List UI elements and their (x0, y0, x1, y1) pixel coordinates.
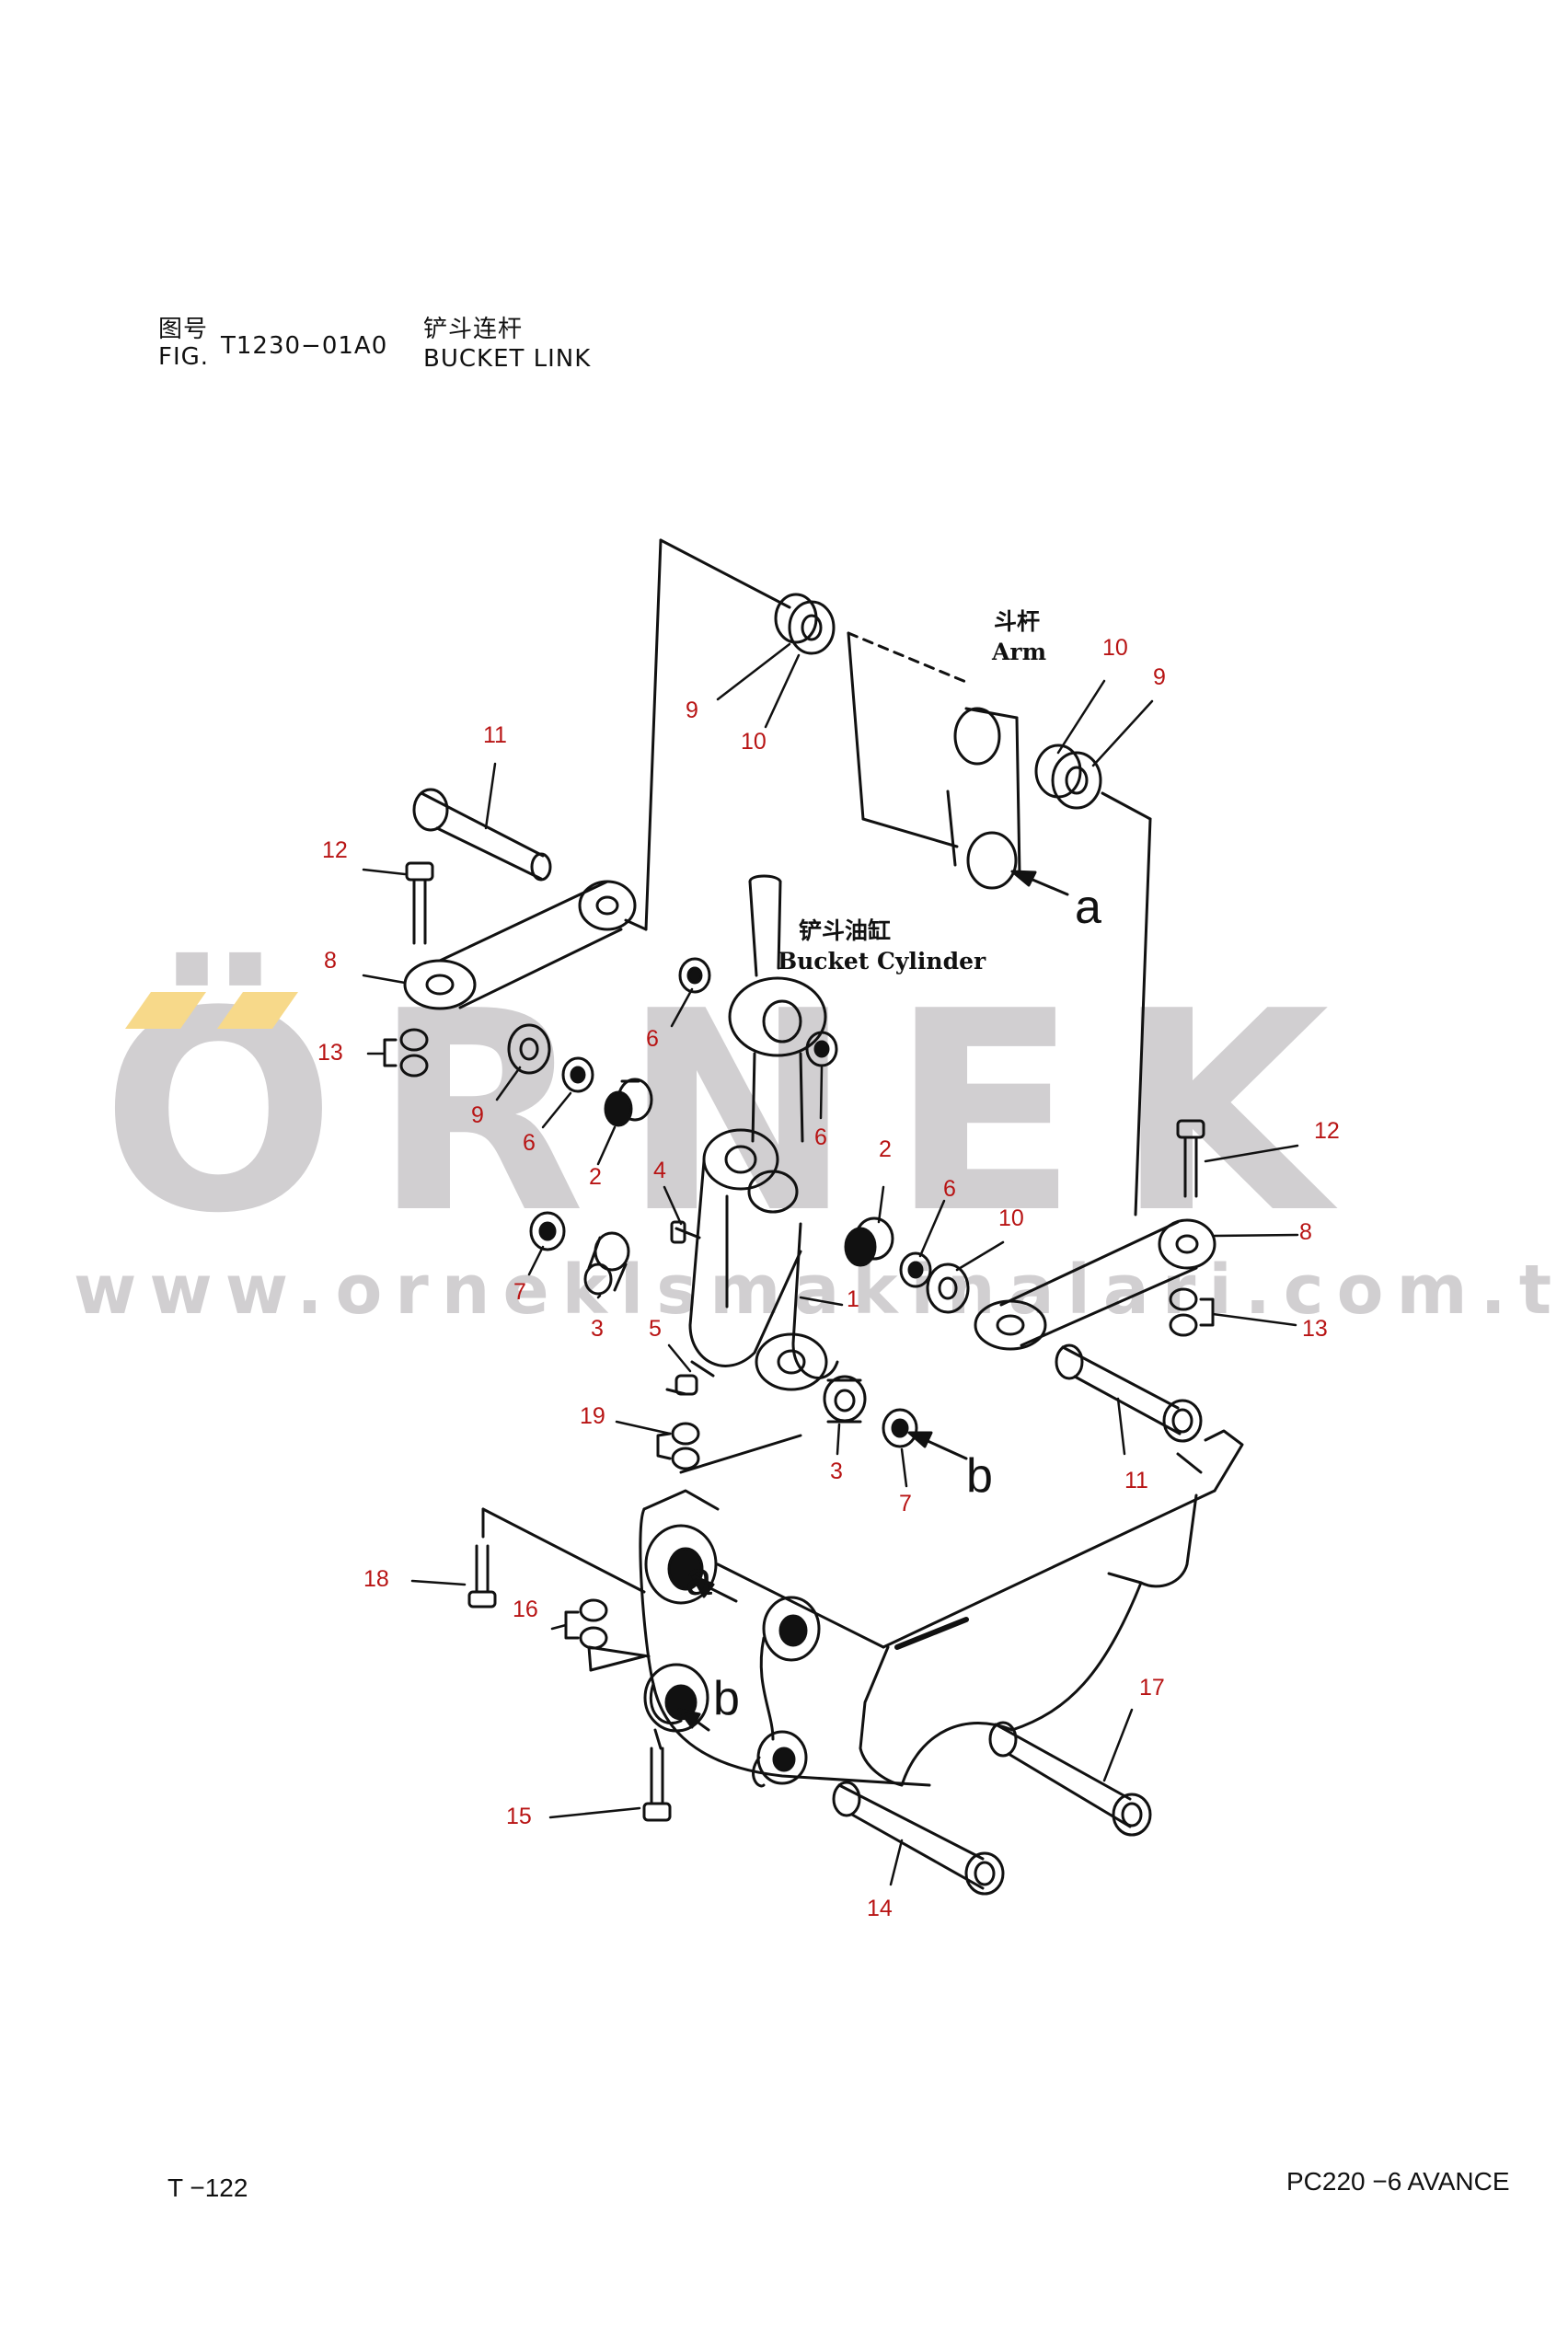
callout-1: 1 (847, 1286, 859, 1312)
callout-5: 5 (649, 1316, 662, 1342)
arrow-a-bucket (690, 1574, 738, 1603)
callout-9: 9 (686, 698, 698, 723)
pin-14 (832, 1781, 1005, 1896)
arm-frame-lines (624, 538, 1152, 1216)
bracket-lines (481, 1507, 651, 1672)
nuts-16 (564, 1598, 608, 1650)
callout-15: 15 (506, 1804, 532, 1829)
pin-11-upper (412, 788, 552, 882)
callout-7: 7 (899, 1491, 912, 1516)
bolt-18 (467, 1544, 497, 1608)
arrow-b-bucket (677, 1708, 710, 1732)
bush-7-left (529, 1211, 566, 1251)
callout-13: 13 (1302, 1316, 1328, 1342)
nuts-13-left (383, 1028, 429, 1078)
leader-lines (362, 642, 1299, 1886)
callout-6: 6 (943, 1176, 956, 1202)
title-cn: 铲斗连杆 (423, 316, 524, 343)
cylinder-caption-cn: 铲斗油缸 (799, 917, 892, 944)
link-8-upper (403, 880, 637, 1010)
arm-caption-en: Arm (992, 639, 1047, 665)
washer-pair-right (1034, 744, 1102, 810)
fig-label-en: FIG. (158, 343, 210, 371)
bush-3-lower (823, 1375, 867, 1424)
watermark-url: www.orneklsmakinalari.com.tr (74, 1251, 1568, 1330)
grease-fitting-5 (665, 1360, 715, 1396)
bucket-cylinder (728, 874, 827, 1143)
seal-6-right (899, 1251, 932, 1288)
nut-19 (656, 1422, 802, 1474)
bucket-body (639, 1429, 1244, 1787)
arm-end (946, 707, 1021, 890)
callout-11: 11 (483, 722, 507, 748)
nuts-13-right (1169, 1287, 1215, 1337)
washer-10-right (926, 1263, 970, 1314)
callout-12: 12 (322, 837, 348, 863)
seal-6-top (678, 957, 711, 994)
seal-7-lower (882, 1408, 918, 1448)
arrow-b-link (907, 1431, 968, 1460)
callout-10: 10 (741, 729, 767, 755)
washer-9-left (507, 1023, 551, 1075)
callout-17: 17 (1139, 1675, 1165, 1701)
bucket-boss-a2 (759, 1596, 821, 1741)
ref-letter-a-bucket: a (686, 1552, 712, 1606)
bolt-12-right (1176, 1119, 1205, 1198)
callout-8: 8 (324, 948, 337, 974)
callout-4: 4 (653, 1158, 666, 1183)
seal-6-center (805, 1031, 838, 1067)
watermark-brand: ÖRNEK (101, 952, 1366, 1274)
callout-6: 6 (523, 1130, 536, 1156)
callout-18: 18 (363, 1566, 389, 1592)
seal-6-left (561, 1056, 594, 1093)
callout-6: 6 (646, 1026, 659, 1052)
ref-letter-b-bucket: b (713, 1672, 740, 1725)
callout-9: 9 (1153, 664, 1166, 690)
model-name: PC220 −6 AVANCE (1286, 2167, 1510, 2196)
callout-10: 10 (998, 1205, 1024, 1231)
callout-14: 14 (867, 1896, 893, 1921)
callout-2: 2 (879, 1136, 892, 1162)
callout-3: 3 (591, 1316, 604, 1342)
bolt-12-upper (405, 861, 434, 945)
bolt-15 (642, 1728, 672, 1822)
ref-letter-b-link: b (966, 1449, 993, 1503)
callout-9: 9 (471, 1102, 484, 1128)
bush-2-right (844, 1216, 894, 1267)
arrow-a-arm (1010, 870, 1069, 896)
callout-3: 3 (830, 1459, 843, 1484)
bush-3-left (583, 1231, 630, 1296)
callout-16: 16 (513, 1597, 538, 1622)
callout-11: 11 (1124, 1468, 1148, 1493)
grease-fitting-4 (670, 1220, 701, 1244)
bucket-boss-b2 (752, 1730, 808, 1788)
link-1-main (688, 1128, 839, 1391)
callout-7: 7 (513, 1279, 526, 1305)
cylinder-caption-en: Bucket Cylinder (778, 948, 986, 974)
callout-8: 8 (1299, 1219, 1312, 1245)
link-8-right (974, 1218, 1216, 1351)
arm-caption-cn: 斗杆 (994, 608, 1041, 635)
washer-pair-left (774, 593, 836, 655)
ref-letter-a-arm: a (1075, 881, 1101, 934)
fig-code: T1230−01A0 (221, 332, 388, 360)
callout-6: 6 (814, 1124, 827, 1150)
callout-19: 19 (580, 1403, 605, 1429)
bush-2-left (604, 1078, 653, 1127)
title-en: BUCKET LINK (423, 345, 592, 373)
callout-12: 12 (1314, 1118, 1340, 1144)
callout-2: 2 (589, 1164, 602, 1190)
page-number: T −122 (167, 2173, 248, 2202)
callout-13: 13 (317, 1040, 343, 1066)
fig-label-cn: 图号 (158, 316, 209, 343)
pin-17 (988, 1721, 1152, 1837)
callout-10: 10 (1102, 635, 1128, 661)
pin-11-right (1055, 1343, 1203, 1443)
